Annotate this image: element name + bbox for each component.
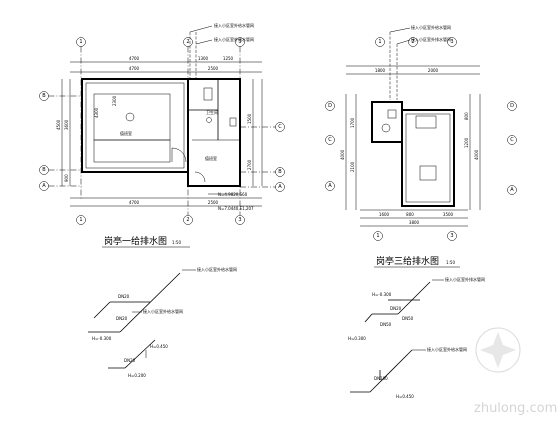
pipe-note: 接入小区室外给水管网 (143, 308, 183, 314)
level-label: H=0.200 (128, 373, 146, 378)
pipe-note: 接入小区室外给水管网 (427, 346, 467, 352)
drawing-scale: 1:50 (446, 260, 455, 265)
dim-text: 3800 (409, 220, 420, 225)
dim-text: 1600 (379, 212, 390, 217)
pipe-note: 接入小区室外给水管网 (214, 22, 254, 28)
dim-text: 1700 (350, 117, 355, 128)
axis-label: D (510, 103, 514, 109)
dim-text: 1500 (247, 113, 252, 124)
left-isometric-diagram: 接入小区室外给水管网 接入小区室外给水管网 H=-0.300 H=0.450 H… (88, 266, 237, 378)
pipe-size: DN20 (116, 316, 128, 321)
axis-label: C (510, 137, 514, 143)
axis-label: C (328, 137, 332, 143)
level-label: H=0.300 (348, 336, 366, 341)
watermark-text: zhulong.com (474, 401, 557, 416)
axis-label: B (42, 93, 46, 99)
axis-label: A (278, 184, 282, 190)
level-label: H=0.450 (150, 344, 168, 349)
dim-text: 2500 (208, 200, 219, 205)
axis-label: 3 (450, 39, 453, 45)
pipe-note: 接入小区室外排水管网 (445, 276, 485, 282)
pipe-note: 接入小区室外给水管网 (411, 24, 451, 30)
axis-label: 1 (79, 217, 82, 223)
axis-label: 2 (186, 39, 189, 45)
watermark-logo: zhulong.com (474, 327, 557, 416)
pipe-note: N=4.9820,S60 (218, 192, 248, 197)
right-isometric-diagram: 接入小区室外排水管网 接入小区室外给水管网 H=-0.300 H=0.450 H… (348, 276, 485, 399)
pipe-note: 接入小区室外给水管网 (214, 36, 254, 42)
dim-text: 4500 (56, 119, 61, 130)
pipe-size: DN20 (118, 294, 130, 299)
dim-text: 900 (64, 174, 69, 182)
pipe-size: DN20 (390, 306, 402, 311)
axis-label: 2 (186, 217, 189, 223)
dim-text: 2500 (208, 66, 219, 71)
axis-label: B (42, 167, 46, 173)
axis-label: 3 (238, 217, 241, 223)
axis-label: 3 (238, 39, 241, 45)
axis-label: 1 (378, 39, 381, 45)
left-floor-plan: 1 2 3 4700 1300 1250 4700 2500 (39, 22, 285, 248)
drawing-title: 岗亭三给排水图 (376, 255, 439, 267)
axis-label: D (328, 103, 332, 109)
level-label: H=0.450 (396, 394, 414, 399)
dim-text: 800 (464, 112, 469, 120)
axis-label: C (278, 124, 282, 130)
dim-text: 4700 (129, 200, 140, 205)
pipe-note: 接入小区室外排水管网 (411, 36, 451, 42)
axis-label: A (42, 183, 46, 189)
dim-text: 3500 (443, 212, 454, 217)
dim-text: 1300 (198, 56, 209, 61)
pipe-size: DN20 (124, 358, 136, 363)
dim-text: 4700 (129, 56, 140, 61)
level-label: H=-0.300 (92, 336, 112, 341)
drawing-title: 岗亭一给排水图 (104, 235, 167, 247)
pipe-size: DN50 (402, 316, 414, 321)
axis-label: A (510, 187, 514, 193)
pipe-size: DN100 (374, 376, 388, 381)
dim-text: 1200 (464, 137, 469, 148)
drawing-scale: 1:50 (172, 240, 181, 245)
dim-text: 2300 (112, 95, 117, 106)
axis-label: 1 (79, 39, 82, 45)
axis-label: 1 (376, 233, 379, 239)
dim-text: 4000 (340, 149, 345, 160)
dim-text: 1800 (375, 68, 386, 73)
dim-text: 4300 (94, 107, 99, 118)
axis-label: B (278, 169, 282, 175)
room-label: 卫生间 (206, 109, 218, 115)
right-floor-plan: 1 2 3 接入小区室外给水管网 接入小区室外排水管网 1800 2000 40… (325, 24, 517, 268)
dim-text: 3600 (64, 119, 69, 130)
dim-text: 4700 (129, 66, 140, 71)
axis-label: 3 (450, 233, 453, 239)
pipe-size: DN50 (380, 322, 392, 327)
dim-text: 2100 (350, 161, 355, 172)
dim-text: 2000 (428, 68, 439, 73)
dim-text: 800 (406, 212, 414, 217)
axis-label: 2 (411, 39, 414, 45)
level-label: H=-0.300 (372, 292, 392, 297)
axis-label: A (328, 183, 332, 189)
dim-text: 4000 (474, 149, 479, 160)
pipe-note: N=7.0440,E1,207 (218, 206, 254, 211)
pipe-note: 接入小区室外给水管网 (197, 266, 237, 272)
dim-text: 2700 (247, 159, 252, 170)
room-label: 值班室 (120, 130, 132, 136)
room-label: 值班室 (205, 155, 217, 161)
dim-text: 1250 (223, 56, 234, 61)
